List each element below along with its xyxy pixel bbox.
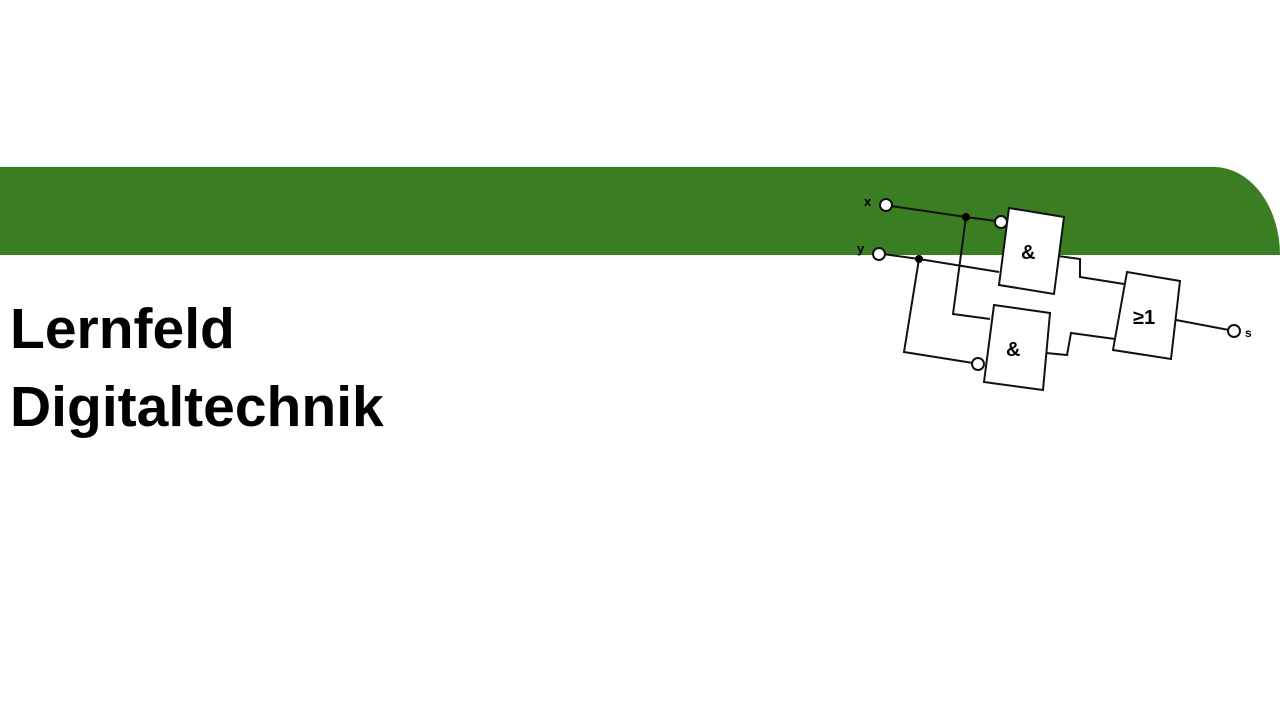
output-s-terminal — [1227, 324, 1241, 338]
input-x-terminal — [879, 198, 893, 212]
input-y-terminal — [872, 247, 886, 261]
wire-x — [890, 205, 997, 222]
junction-y — [915, 255, 923, 263]
wire-y-branch — [902, 258, 974, 364]
title-line-1: Lernfeld — [10, 297, 235, 361]
or-gate — [1111, 270, 1182, 361]
header-band — [0, 167, 1280, 255]
wire-output — [1175, 319, 1230, 331]
wire-x-branch — [951, 216, 991, 320]
and-gate-1-label: & — [1021, 242, 1035, 264]
input-y-label: y — [857, 241, 865, 256]
inverter-bubble-1 — [994, 215, 1008, 229]
and-gate-2-label: & — [1006, 339, 1020, 361]
junction-x — [962, 213, 970, 221]
slide-title: Lernfeld Digitaltechnik — [10, 290, 384, 446]
and-gate-1 — [997, 206, 1066, 296]
input-x-label: x — [864, 194, 872, 209]
or-gate-label: ≥1 — [1133, 307, 1155, 329]
wire-gate1-out — [1057, 255, 1125, 285]
output-s-label: s — [1245, 326, 1252, 340]
and-gate-2 — [982, 303, 1052, 392]
inverter-bubble-2 — [971, 357, 985, 371]
wire-gate2-out — [1045, 331, 1116, 357]
wire-y — [882, 253, 1000, 273]
title-line-2: Digitaltechnik — [10, 375, 384, 439]
